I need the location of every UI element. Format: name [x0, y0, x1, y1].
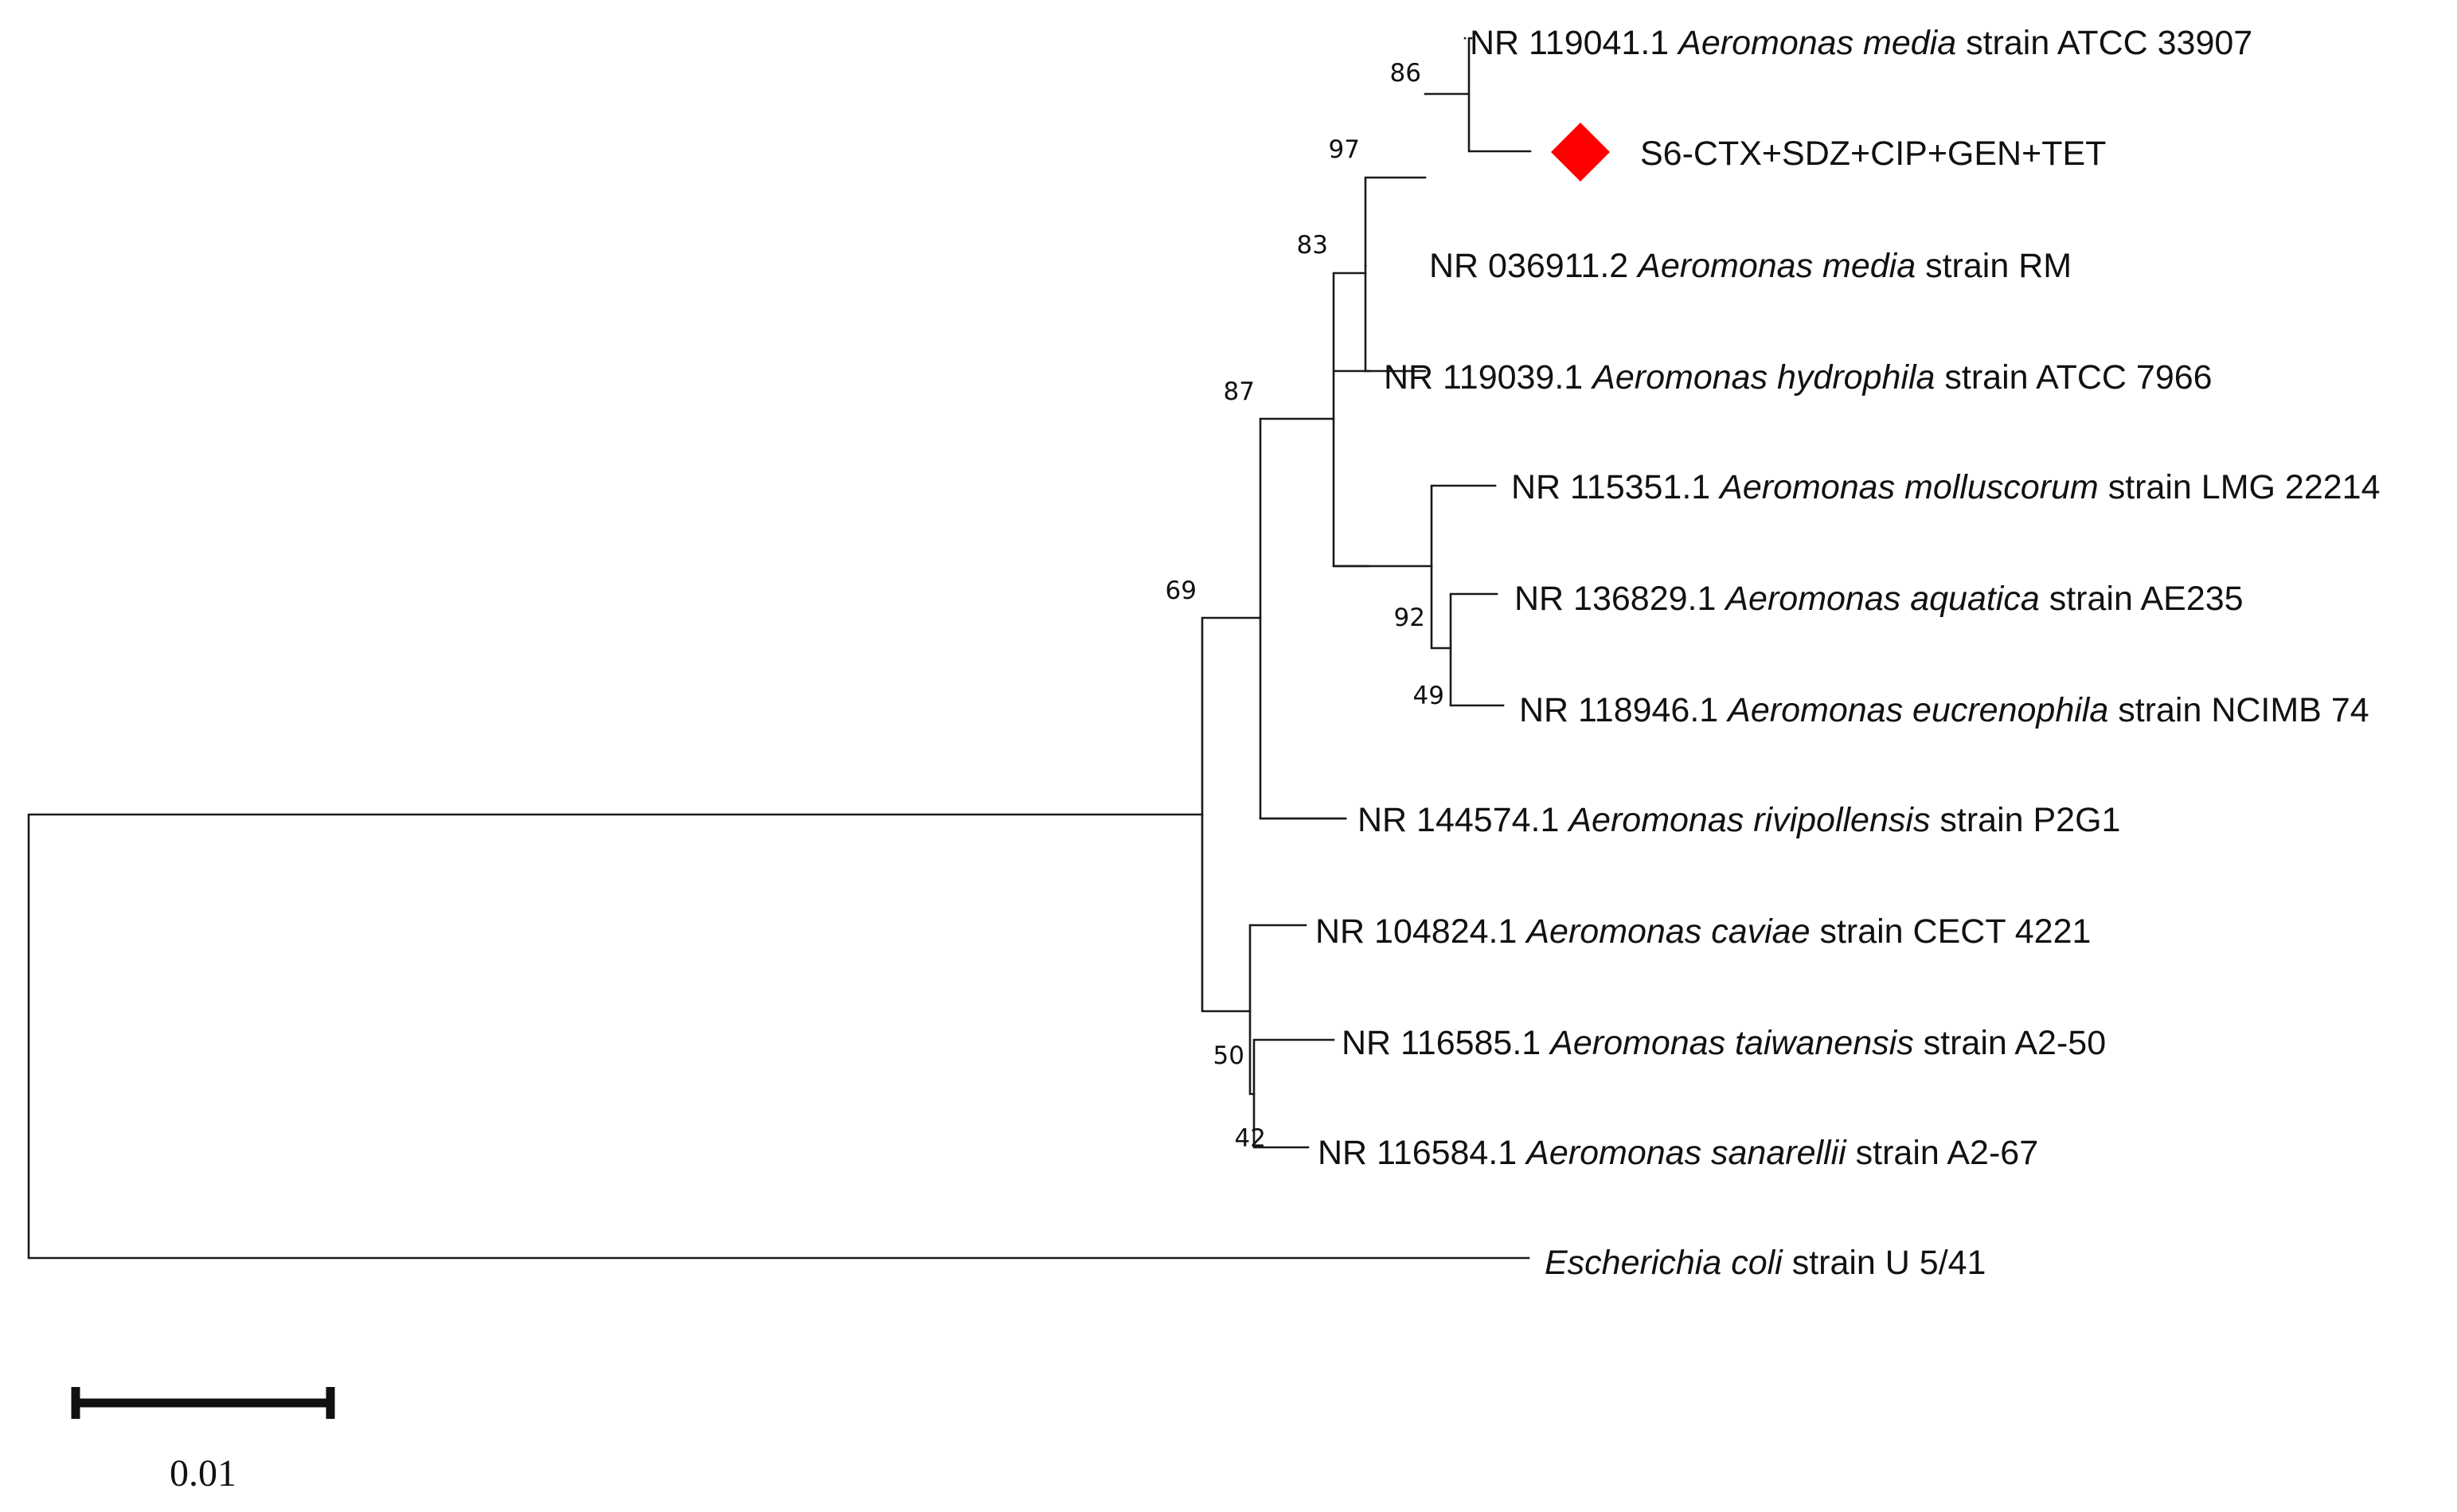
leaf-aeromonas-media-rm: NR 036911.2 Aeromonas media strain RM [1429, 247, 2072, 285]
scale-bar [71, 1387, 335, 1419]
leaf-aeromonas-taiwanensis: NR 116585.1 Aeromonas taiwanensis strain… [1342, 1024, 2106, 1062]
leaf-aeromonas-molluscorum: NR 115351.1 Aeromonas molluscorum strain… [1511, 468, 2380, 506]
node-42-branches [1252, 1038, 1335, 1149]
leaf-s6-isolate: S6-CTX+SDZ+CIP+GEN+TET [1640, 135, 2106, 173]
bootstrap-42: 42 [1235, 1124, 1266, 1153]
leaf-aeromonas-sanarellii: NR 116584.1 Aeromonas sanarellii strain … [1318, 1134, 2038, 1172]
bootstrap-50: 50 [1213, 1041, 1244, 1070]
leaf-aeromonas-media-atcc33907: NR 119041.1 Aeromonas media strain ATCC … [1470, 24, 2252, 62]
leaf-aeromonas-aquatica: NR 136829.1 Aeromonas aquatica strain AE… [1514, 580, 2244, 618]
bootstrap-69: 69 [1166, 576, 1197, 605]
red-diamond-icon [1551, 123, 1610, 182]
bootstrap-49: 49 [1413, 682, 1444, 710]
node-molluscorum-branches [1430, 484, 1497, 650]
node-50-branches [1248, 924, 1307, 1096]
scale-bar-label: 0.01 [170, 1452, 236, 1494]
node-83-branches [1332, 272, 1371, 568]
leaf-aeromonas-eucrenophila: NR 118946.1 Aeromonas eucrenophila strai… [1519, 691, 2369, 729]
bootstrap-87: 87 [1224, 377, 1255, 406]
bootstrap-83: 83 [1297, 231, 1328, 260]
root-branch [27, 813, 1530, 1260]
bootstrap-92: 92 [1394, 604, 1425, 632]
bootstrap-86: 86 [1390, 59, 1421, 88]
node-86-branches [1424, 37, 1532, 153]
node-92-branches [1449, 592, 1505, 707]
leaf-aeromonas-hydrophila: NR 119039.1 Aeromonas hydrophila strain … [1384, 358, 2213, 397]
leaf-aeromonas-rivipollensis: NR 144574.1 Aeromonas rivipollensis stra… [1357, 801, 2120, 839]
node-69-branches [1201, 616, 1262, 1013]
bootstrap-97: 97 [1329, 135, 1360, 164]
leaf-escherichia-coli: Escherichia coli strain U 5/41 [1545, 1244, 1986, 1282]
node-97-branches [1364, 176, 1427, 373]
leaf-aeromonas-caviae: NR 104824.1 Aeromonas caviae strain CECT… [1315, 912, 2091, 951]
